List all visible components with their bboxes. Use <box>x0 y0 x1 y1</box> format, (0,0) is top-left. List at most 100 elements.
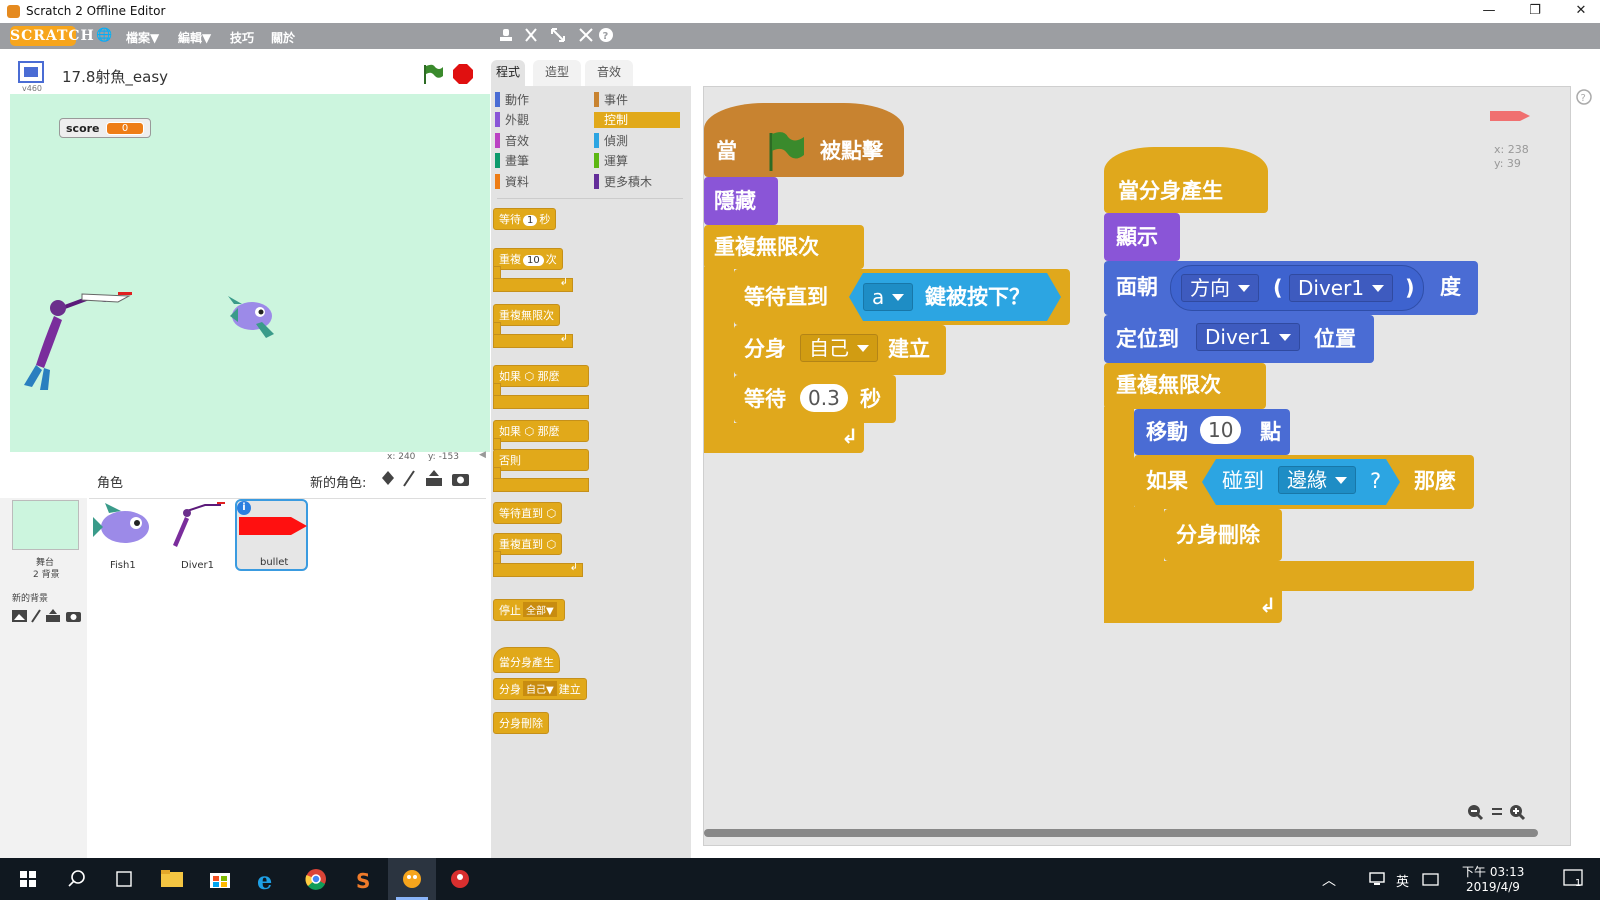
zoom-reset-icon[interactable] <box>1492 808 1502 815</box>
menu-tips[interactable]: 技巧 <box>230 31 255 45</box>
backdrop-library-icon[interactable] <box>12 610 27 622</box>
green-flag-icon[interactable] <box>421 63 445 85</box>
windows-start-icon[interactable] <box>4 858 52 900</box>
palette-create-clone-block[interactable]: 分身自己▼建立 <box>493 678 587 700</box>
stop-icon[interactable] <box>452 63 474 85</box>
app-s-icon[interactable]: S <box>340 858 388 900</box>
stamp-icon[interactable] <box>500 29 512 41</box>
when-clone-start-block[interactable]: 當分身產生 <box>1104 147 1268 213</box>
diver-sprite[interactable] <box>14 290 144 400</box>
sprite-info-icon[interactable]: i <box>237 501 251 515</box>
search-icon[interactable] <box>52 858 100 900</box>
category-motion[interactable]: 動作 <box>495 92 529 108</box>
palette-stop-block[interactable]: 停止全部▼ <box>493 599 565 621</box>
help-icon[interactable]: ? <box>599 28 613 42</box>
wait-block[interactable]: 等待 0.3 秒 <box>734 375 896 423</box>
direction-dropdown[interactable]: 方向 <box>1181 274 1259 302</box>
fish-sprite[interactable] <box>226 294 280 342</box>
internet-explorer-icon[interactable]: e <box>244 858 292 900</box>
notification-icon[interactable] <box>1562 868 1586 890</box>
forever-block-2[interactable]: 重複無限次 <box>1104 363 1266 409</box>
zoom-out-icon[interactable] <box>1468 805 1484 821</box>
category-control[interactable]: 控制 <box>594 112 680 128</box>
touching-dropdown[interactable]: 邊緣 <box>1278 466 1356 494</box>
go-to-block[interactable]: 定位到 Diver1 位置 <box>1104 315 1374 363</box>
tray-chevron-icon[interactable]: ︿ <box>1322 873 1336 889</box>
close-button[interactable]: ✕ <box>1575 3 1587 18</box>
category-data[interactable]: 資料 <box>495 174 529 190</box>
help-icon[interactable]: ? <box>1575 88 1593 106</box>
zoom-in-icon[interactable] <box>1510 805 1526 821</box>
chrome-icon[interactable] <box>292 858 340 900</box>
delete-clone-block[interactable]: 分身刪除 <box>1164 509 1282 561</box>
palette-when-clone-block[interactable]: 當分身產生 <box>493 647 560 673</box>
ime-indicator[interactable]: 英 <box>1396 875 1410 890</box>
sprite-library-icon[interactable] <box>382 471 394 485</box>
backdrop-camera-icon[interactable] <box>66 612 81 622</box>
clone-target-dropdown[interactable]: 自己 <box>800 334 878 362</box>
upload-icon[interactable] <box>426 470 442 486</box>
clock-time[interactable]: 下午 03:13 <box>1462 865 1525 879</box>
go-to-target-dropdown[interactable]: Diver1 <box>1196 323 1301 351</box>
if-then-block[interactable]: 如果 碰到 邊緣 ? 那麼 <box>1134 455 1474 509</box>
sprite-thumb-diver1[interactable]: Diver1 <box>165 501 229 571</box>
tab-sounds[interactable]: 音效 <box>585 60 633 86</box>
palette-forever-block[interactable]: 重複無限次 <box>493 304 560 326</box>
scratch-logo[interactable]: SCRATCH <box>10 26 95 46</box>
tab-scripts[interactable]: 程式 <box>491 60 525 86</box>
clock-date[interactable]: 2019/4/9 <box>1466 880 1520 894</box>
scratch-taskbar-icon[interactable] <box>388 858 436 900</box>
category-looks[interactable]: 外觀 <box>495 112 529 128</box>
task-view-icon[interactable] <box>100 858 148 900</box>
wait-seconds-input[interactable]: 0.3 <box>800 384 848 412</box>
camera-icon[interactable] <box>452 474 469 486</box>
key-dropdown[interactable]: a <box>863 283 914 311</box>
palette-if-block[interactable]: 如果 ⬡ 那麼 <box>493 365 589 387</box>
category-sound[interactable]: 音效 <box>495 133 529 149</box>
keyboard-icon[interactable] <box>1422 871 1440 887</box>
category-events[interactable]: 事件 <box>594 92 628 108</box>
network-icon[interactable] <box>1368 871 1388 887</box>
wait-until-block[interactable]: 等待直到 a 鍵被按下？ <box>734 269 1070 325</box>
paint-brush-icon[interactable] <box>403 470 415 487</box>
score-monitor[interactable]: score 0 <box>59 118 151 138</box>
tab-costumes[interactable]: 造型 <box>533 60 581 86</box>
maximize-button[interactable]: ❐ <box>1529 3 1541 18</box>
script-area[interactable]: 當 被點擊 隱藏 重複無限次 ↲ 等待直到 a 鍵被按下？ 分身 自己 建立 等… <box>703 86 1571 846</box>
horizontal-scrollbar[interactable] <box>704 829 1538 837</box>
menu-file[interactable]: 檔案▼ <box>126 31 160 45</box>
category-pen[interactable]: 畫筆 <box>495 153 529 169</box>
app-bird-icon[interactable] <box>436 858 484 900</box>
when-flag-clicked-block[interactable]: 當 被點擊 <box>704 103 904 177</box>
project-title[interactable]: 17.8射魚_easy <box>62 68 169 86</box>
category-sensing[interactable]: 偵測 <box>594 133 628 149</box>
forever-block[interactable]: 重複無限次 <box>704 225 864 269</box>
fullscreen-icon[interactable] <box>18 61 44 83</box>
globe-icon[interactable]: 🌐 <box>96 28 113 43</box>
menu-edit[interactable]: 編輯▼ <box>178 31 212 45</box>
palette-repeat-until-block[interactable]: 重複直到 ⬡ <box>493 533 563 555</box>
move-steps-input[interactable]: 10 <box>1200 416 1242 444</box>
palette-if-else-block[interactable]: 如果 ⬡ 那麼 <box>493 420 589 442</box>
sprite-thumb-bullet[interactable]: i bullet <box>235 499 308 571</box>
show-block[interactable]: 顯示 <box>1104 213 1180 261</box>
touching-block[interactable]: 碰到 邊緣 ? <box>1202 459 1400 505</box>
grow-icon[interactable] <box>551 28 565 42</box>
stage[interactable]: score 0 <box>10 94 490 452</box>
direction-reporter[interactable]: 方向 ( Diver1 ) <box>1170 265 1424 311</box>
cut-icon[interactable] <box>525 28 537 42</box>
stage-thumbnail[interactable] <box>12 500 79 550</box>
store-icon[interactable] <box>196 858 244 900</box>
hide-block[interactable]: 隱藏 <box>704 177 778 225</box>
move-steps-block[interactable]: 移動 10 點 <box>1134 409 1290 455</box>
key-pressed-block[interactable]: a 鍵被按下？ <box>849 273 1061 321</box>
minimize-button[interactable]: — <box>1482 3 1496 18</box>
palette-delete-clone-block[interactable]: 分身刪除 <box>493 712 549 734</box>
point-towards-block[interactable]: 面朝 方向 ( Diver1 ) 度 <box>1104 261 1478 315</box>
sprite-thumb-fish1[interactable]: Fish1 <box>91 501 155 571</box>
create-clone-block[interactable]: 分身 自己 建立 <box>734 325 946 375</box>
collapse-arrow-icon[interactable]: ◀ <box>479 450 486 460</box>
menu-about[interactable]: 關於 <box>271 31 296 45</box>
